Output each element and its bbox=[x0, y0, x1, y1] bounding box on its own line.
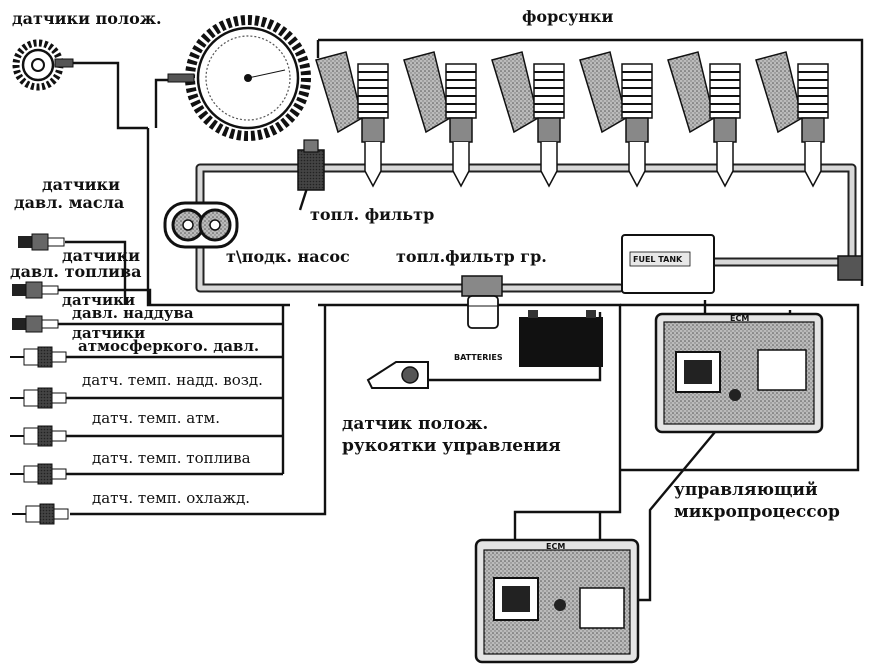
sensor-icon bbox=[12, 316, 58, 332]
throttle-sensor-label-2: рукоятки управления bbox=[342, 436, 561, 457]
temp-atm-label: датч. темп. атм. bbox=[92, 410, 220, 427]
sensor-icon bbox=[12, 282, 58, 298]
temp-fuel-label: датч. темп. топлива bbox=[92, 450, 251, 467]
coarse-filter-label: топл.фильтр гр. bbox=[396, 248, 547, 265]
ecu-label-1: управляющий bbox=[674, 480, 818, 501]
sensor-icon bbox=[12, 504, 68, 524]
fuel-tank-label: FUEL TANK bbox=[633, 255, 683, 264]
ecm-icon: ECM bbox=[656, 314, 822, 432]
fuel-filter-icon bbox=[298, 140, 324, 190]
boost-pressure-label-2: давл. наддува bbox=[72, 305, 194, 322]
sensor-icon bbox=[18, 234, 64, 250]
ecu-label-2: микропроцессор bbox=[674, 502, 840, 523]
temp-boost-air-label: датч. темп. надд. возд. bbox=[82, 372, 263, 389]
feed-pump-icon bbox=[165, 203, 237, 247]
feed-pump-label: т\подк. насос bbox=[226, 248, 350, 265]
atm-pressure-label-2: атмосферкого. давл. bbox=[78, 338, 259, 355]
fuel-pressure-label-2: давл. топлива bbox=[10, 263, 142, 280]
sensor-icon bbox=[10, 464, 66, 484]
oil-pressure-label-2: давл. масла bbox=[14, 194, 124, 211]
fuel-filter-label: топл. фильтр bbox=[310, 206, 434, 223]
oil-pressure-label-1: датчики bbox=[42, 176, 120, 193]
coarse-filter-icon bbox=[462, 276, 502, 328]
sensor-icon bbox=[10, 426, 66, 446]
timing-gear-icon bbox=[168, 20, 306, 136]
ecm-bottom-label: ECM bbox=[546, 542, 565, 551]
batteries-label: BATTERIES bbox=[454, 353, 503, 362]
throttle-sensor-icon bbox=[368, 362, 428, 388]
position-sensors-label: датчики полож. bbox=[12, 10, 162, 27]
throttle-sensor-label-1: датчик полож. bbox=[342, 414, 488, 435]
temp-coolant-label: датч. темп. охлажд. bbox=[92, 490, 250, 507]
sensor-icon bbox=[10, 347, 66, 367]
ecm-icon: ECM bbox=[476, 540, 638, 662]
ecm-top-label: ECM bbox=[730, 314, 749, 323]
position-sensor-gear-icon bbox=[16, 43, 73, 87]
injectors-label: форсунки bbox=[522, 8, 613, 25]
sensor-icon bbox=[10, 388, 66, 408]
